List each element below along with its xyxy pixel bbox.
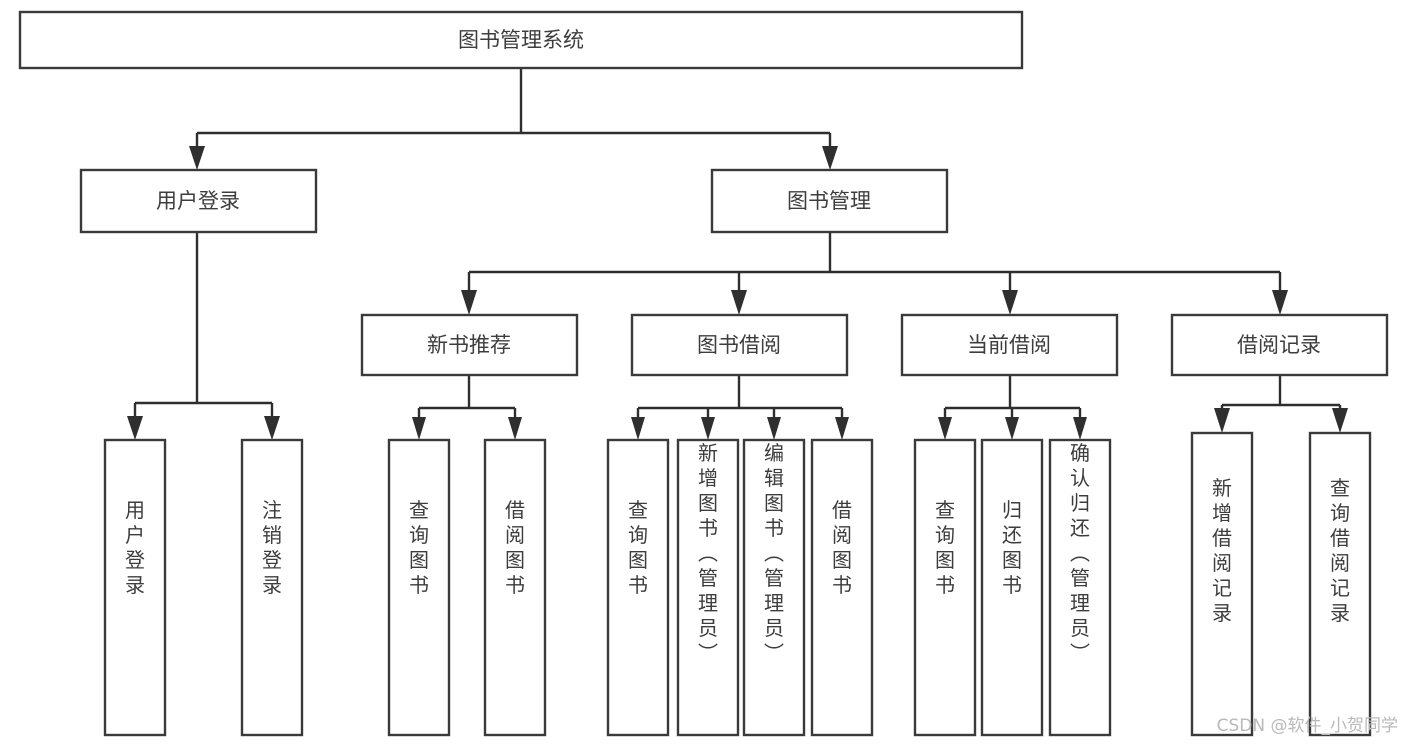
arrow-book-manage-to-borrow-record bbox=[1272, 290, 1288, 315]
arrow-current-borrow-to-leaf-2 bbox=[1005, 417, 1019, 440]
node-box bbox=[18, 10, 1024, 70]
arrow-book-borrow-to-leaf-3 bbox=[767, 417, 781, 440]
connector-layer bbox=[127, 68, 1348, 440]
csdn-watermark: CSDN @软件_小贺同学 bbox=[1217, 716, 1398, 736]
leaf-node-return-book[interactable]: 归还图书 bbox=[980, 438, 1044, 737]
link-book-borrow-bus bbox=[636, 375, 844, 422]
node-label: 编辑图书︵管理员︶ bbox=[764, 441, 784, 665]
node-label: 用户登录 bbox=[125, 498, 145, 597]
node-label: 借阅图书 bbox=[505, 498, 525, 597]
node-label: 新书推荐 bbox=[427, 333, 511, 357]
link-user-login-bus bbox=[133, 232, 274, 422]
leaf-node-query-book-3[interactable]: 查询图书 bbox=[913, 438, 977, 737]
node-label: 用户登录 bbox=[156, 189, 240, 213]
leaf-node-borrow-book-2[interactable]: 借阅图书 bbox=[810, 438, 874, 737]
node-box bbox=[1308, 431, 1372, 737]
node-label: 归还图书 bbox=[1002, 498, 1022, 597]
node-borrow-record[interactable]: 借阅记录 bbox=[1170, 313, 1389, 377]
node-box bbox=[742, 438, 806, 737]
node-label: 图书管理 bbox=[787, 189, 871, 213]
node-new-book-recommend[interactable]: 新书推荐 bbox=[360, 313, 579, 377]
arrow-borrow-record-to-leaf-1 bbox=[1214, 408, 1230, 433]
leaf-node-logout-login[interactable]: 注销登录 bbox=[240, 438, 304, 737]
arrow-book-manage-to-book-borrow bbox=[731, 290, 747, 315]
leaf-node-add-book[interactable]: 新增图书︵管理员︶ bbox=[676, 438, 740, 737]
link-root-bus bbox=[195, 68, 832, 152]
arrow-book-manage-to-new-book bbox=[461, 290, 477, 315]
leaf-node-confirm-return[interactable]: 确认归还︵管理员︶ bbox=[1048, 438, 1112, 737]
node-book-borrow[interactable]: 图书借阅 bbox=[630, 313, 849, 377]
arrow-new-book-to-leaf-1 bbox=[412, 417, 426, 440]
node-box bbox=[387, 438, 451, 737]
node-label: 当前借阅 bbox=[967, 333, 1051, 357]
arrow-book-borrow-to-leaf-2 bbox=[701, 417, 715, 440]
leaf-node-query-book-2[interactable]: 查询图书 bbox=[606, 438, 670, 737]
leaf-node-query-record[interactable]: 查询借阅记录 bbox=[1308, 431, 1372, 737]
node-box bbox=[900, 313, 1119, 377]
leaf-node-user-login[interactable]: 用户登录 bbox=[103, 438, 167, 737]
link-new-book-bus bbox=[417, 375, 517, 422]
node-box bbox=[1190, 431, 1254, 737]
arrow-current-borrow-to-leaf-3 bbox=[1073, 417, 1087, 440]
node-box bbox=[676, 438, 740, 737]
node-book-manage[interactable]: 图书管理 bbox=[710, 168, 949, 234]
node-label: 新增借阅记录 bbox=[1212, 476, 1232, 625]
arrow-book-manage-to-current-borrow bbox=[1002, 290, 1018, 315]
arrow-user-login-to-leaf-2 bbox=[264, 416, 280, 440]
arrow-root-to-user-login bbox=[189, 146, 205, 170]
arrow-current-borrow-to-leaf-1 bbox=[938, 417, 952, 440]
node-box bbox=[1048, 438, 1112, 737]
node-box bbox=[810, 438, 874, 737]
node-label: 查询图书 bbox=[935, 498, 955, 597]
node-label: 新增图书︵管理员︶ bbox=[698, 441, 718, 665]
node-box bbox=[606, 438, 670, 737]
link-current-borrow-bus bbox=[943, 375, 1082, 422]
node-label: 查询借阅记录 bbox=[1330, 476, 1350, 625]
node-user-login[interactable]: 用户登录 bbox=[79, 168, 318, 234]
leaf-nodes-layer: 用户登录 注销登录 查询图书 借阅图书 查询图书 新增图书︵管理员︶ 编辑图书︵… bbox=[103, 431, 1372, 737]
node-label: 查询图书 bbox=[409, 498, 429, 597]
node-box bbox=[1170, 313, 1389, 377]
node-box bbox=[103, 438, 167, 737]
node-box bbox=[980, 438, 1044, 737]
node-label: 注销登录 bbox=[262, 498, 282, 597]
node-box bbox=[240, 438, 304, 737]
leaf-node-borrow-book-1[interactable]: 借阅图书 bbox=[483, 438, 547, 737]
link-book-manage-bus bbox=[467, 232, 1282, 296]
arrow-book-borrow-to-leaf-1 bbox=[631, 417, 645, 440]
link-borrow-record-bus bbox=[1220, 375, 1342, 414]
arrow-book-borrow-to-leaf-4 bbox=[835, 417, 849, 440]
arrow-new-book-to-leaf-2 bbox=[508, 417, 522, 440]
node-label: 图书管理系统 bbox=[458, 28, 584, 52]
node-box bbox=[913, 438, 977, 737]
node-label: 确认归还︵管理员︶ bbox=[1070, 441, 1090, 665]
leaf-node-query-book-1[interactable]: 查询图书 bbox=[387, 438, 451, 737]
node-label: 查询图书 bbox=[628, 498, 648, 597]
arrow-root-to-book-manage bbox=[822, 146, 838, 170]
node-box bbox=[630, 313, 849, 377]
node-label: 借阅图书 bbox=[832, 498, 852, 597]
node-current-borrow[interactable]: 当前借阅 bbox=[900, 313, 1119, 377]
leaf-node-edit-book[interactable]: 编辑图书︵管理员︶ bbox=[742, 438, 806, 737]
node-label: 图书借阅 bbox=[697, 333, 781, 357]
node-book-management-system[interactable]: 图书管理系统 bbox=[18, 10, 1024, 70]
leaf-node-add-record[interactable]: 新增借阅记录 bbox=[1190, 431, 1254, 737]
node-box bbox=[710, 168, 949, 234]
node-label: 借阅记录 bbox=[1237, 333, 1321, 357]
node-box bbox=[483, 438, 547, 737]
node-box bbox=[360, 313, 579, 377]
arrow-user-login-to-leaf-1 bbox=[127, 416, 143, 440]
node-box bbox=[79, 168, 318, 234]
arrow-borrow-record-to-leaf-2 bbox=[1332, 408, 1348, 433]
